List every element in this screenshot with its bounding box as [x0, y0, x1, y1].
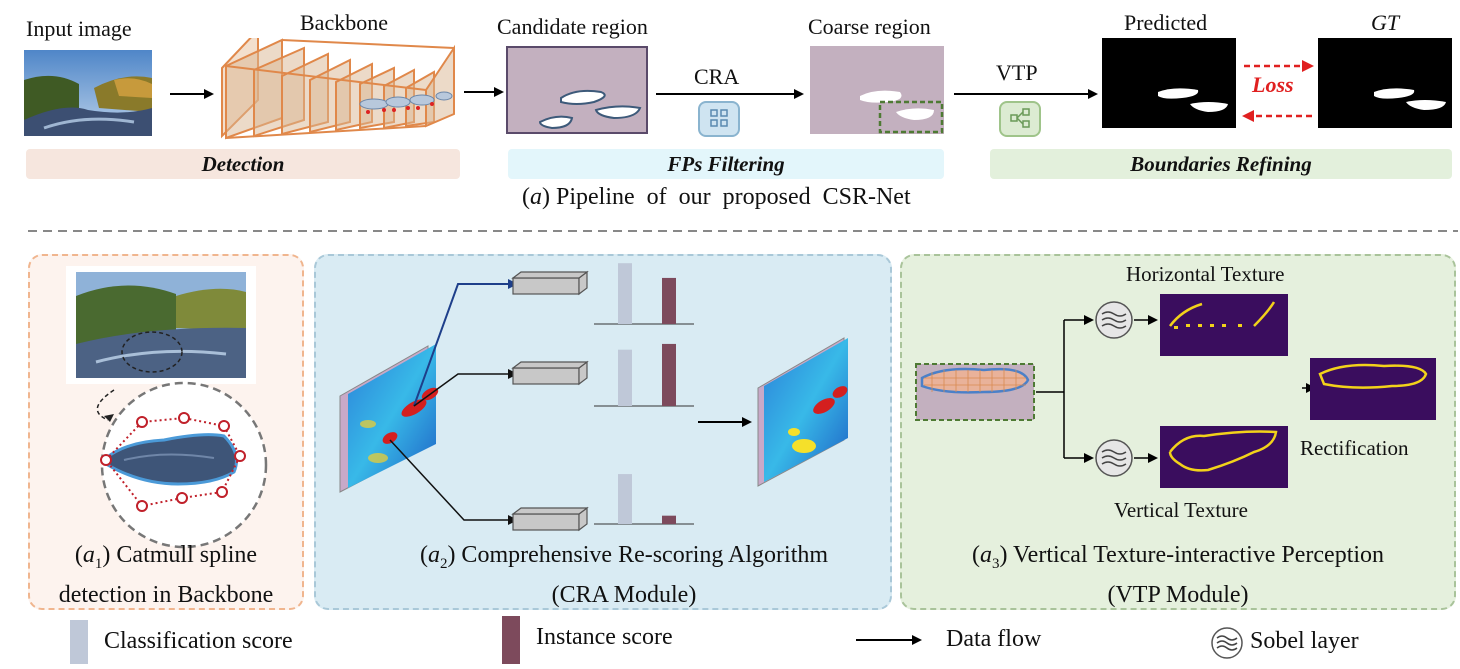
horizontal-texture-label: Horizontal Texture	[1126, 262, 1285, 286]
classification-score-bar	[618, 349, 632, 406]
legend-dataflow-label: Data flow	[946, 626, 1042, 652]
data-flow-arrow	[954, 89, 1098, 99]
a2-caption-line2: (CRA Module)	[551, 581, 697, 608]
a1-caption-letter: a	[82, 542, 95, 568]
a3-caption-sub: 3	[991, 555, 1000, 572]
data-flow-arrow	[464, 87, 504, 97]
backbone-label: Backbone	[300, 10, 388, 35]
input-image-label: Input image	[26, 16, 132, 41]
stage-detection: Detection	[26, 149, 460, 179]
a2-caption: (a2) Comprehensive Re-scoring Algorithm …	[314, 540, 934, 611]
legend-dataflow-arrow	[856, 635, 922, 645]
predicted-mask	[1102, 38, 1236, 128]
cra-label: CRA	[694, 64, 740, 89]
loss-label: Loss	[1252, 72, 1294, 97]
a1-caption-line2: detection in Backbone	[58, 581, 274, 608]
a3-caption: (a3) Vertical Texture-interactive Percep…	[900, 540, 1456, 611]
cra-module-icon	[698, 101, 740, 137]
data-flow-arrow	[656, 89, 804, 99]
gt-label: GT	[1371, 10, 1400, 35]
a2-caption-text1: ) Comprehensive Re-scoring Algorithm	[447, 542, 829, 568]
a2-caption-sub: 2	[439, 555, 448, 572]
a2-score-bars	[618, 263, 676, 524]
a3-caption-line2: (VTP Module)	[1107, 581, 1249, 608]
candidate-region-label: Candidate region	[497, 14, 648, 39]
candidate-region-map	[506, 46, 648, 134]
a3-caption-text1: ) Vertical Texture-interactive Perceptio…	[999, 542, 1385, 568]
vertical-texture-label: Vertical Texture	[1114, 498, 1248, 522]
pipeline-caption-text: ) Pipeline of our proposed CSR-Net	[542, 184, 911, 210]
a1-zoom-circle	[96, 381, 268, 549]
classification-score-bar	[618, 263, 632, 324]
a3-caption-letter: a	[979, 542, 992, 568]
input-image	[24, 50, 152, 136]
backbone-diagram	[221, 38, 455, 140]
a1-caption-sub: 1	[94, 555, 103, 572]
instance-score-bar	[662, 515, 676, 524]
a1-caption-text1: ) Catmull spline	[102, 542, 258, 568]
data-flow-arrow	[170, 89, 214, 99]
a3-diagram	[915, 294, 1436, 488]
pipeline-caption: (a) Pipeline of our proposed CSR-Net	[522, 184, 911, 211]
a1-caption-line1: (a1) Catmull spline	[74, 542, 258, 572]
sobel-icon	[1095, 439, 1133, 477]
loss-arrows	[1242, 60, 1314, 122]
classification-score-bar	[618, 474, 632, 524]
pipeline-caption-letter: a	[530, 184, 542, 210]
coarse-region-map	[810, 46, 944, 134]
legend-instance-label: Instance score	[536, 624, 673, 650]
vtp-label: VTP	[996, 60, 1038, 85]
a1-photo	[66, 266, 256, 384]
instance-score-bar	[662, 277, 676, 324]
stage-fps-filtering: FPs Filtering	[508, 149, 944, 179]
pipeline-caption-prefix: (	[522, 184, 530, 210]
sobel-icon	[1095, 301, 1133, 339]
coarse-region-label: Coarse region	[808, 14, 931, 39]
predicted-label: Predicted	[1124, 10, 1208, 35]
legend-sobel-label: Sobel layer	[1250, 628, 1359, 654]
vtp-module-icon	[999, 101, 1041, 137]
a3-caption-line1: (a3) Vertical Texture-interactive Percep…	[971, 542, 1385, 572]
section-divider	[28, 230, 1458, 232]
legend-classification-swatch	[70, 620, 88, 664]
a1-caption: (a1) Catmull spline detection in Backbon…	[28, 540, 304, 611]
stage-boundaries-refining: Boundaries Refining	[990, 149, 1452, 179]
legend-instance-swatch	[502, 616, 520, 664]
legend-classification-label: Classification score	[104, 628, 293, 654]
rectification-label: Rectification	[1300, 436, 1409, 460]
instance-score-bar	[662, 343, 676, 406]
a2-caption-line1: (a2) Comprehensive Re-scoring Algorithm	[419, 542, 829, 572]
legend-sobel-icon	[1211, 627, 1243, 659]
a2-diagram	[339, 263, 848, 532]
a2-caption-letter: a	[427, 542, 440, 568]
ground-truth-mask	[1318, 38, 1452, 128]
